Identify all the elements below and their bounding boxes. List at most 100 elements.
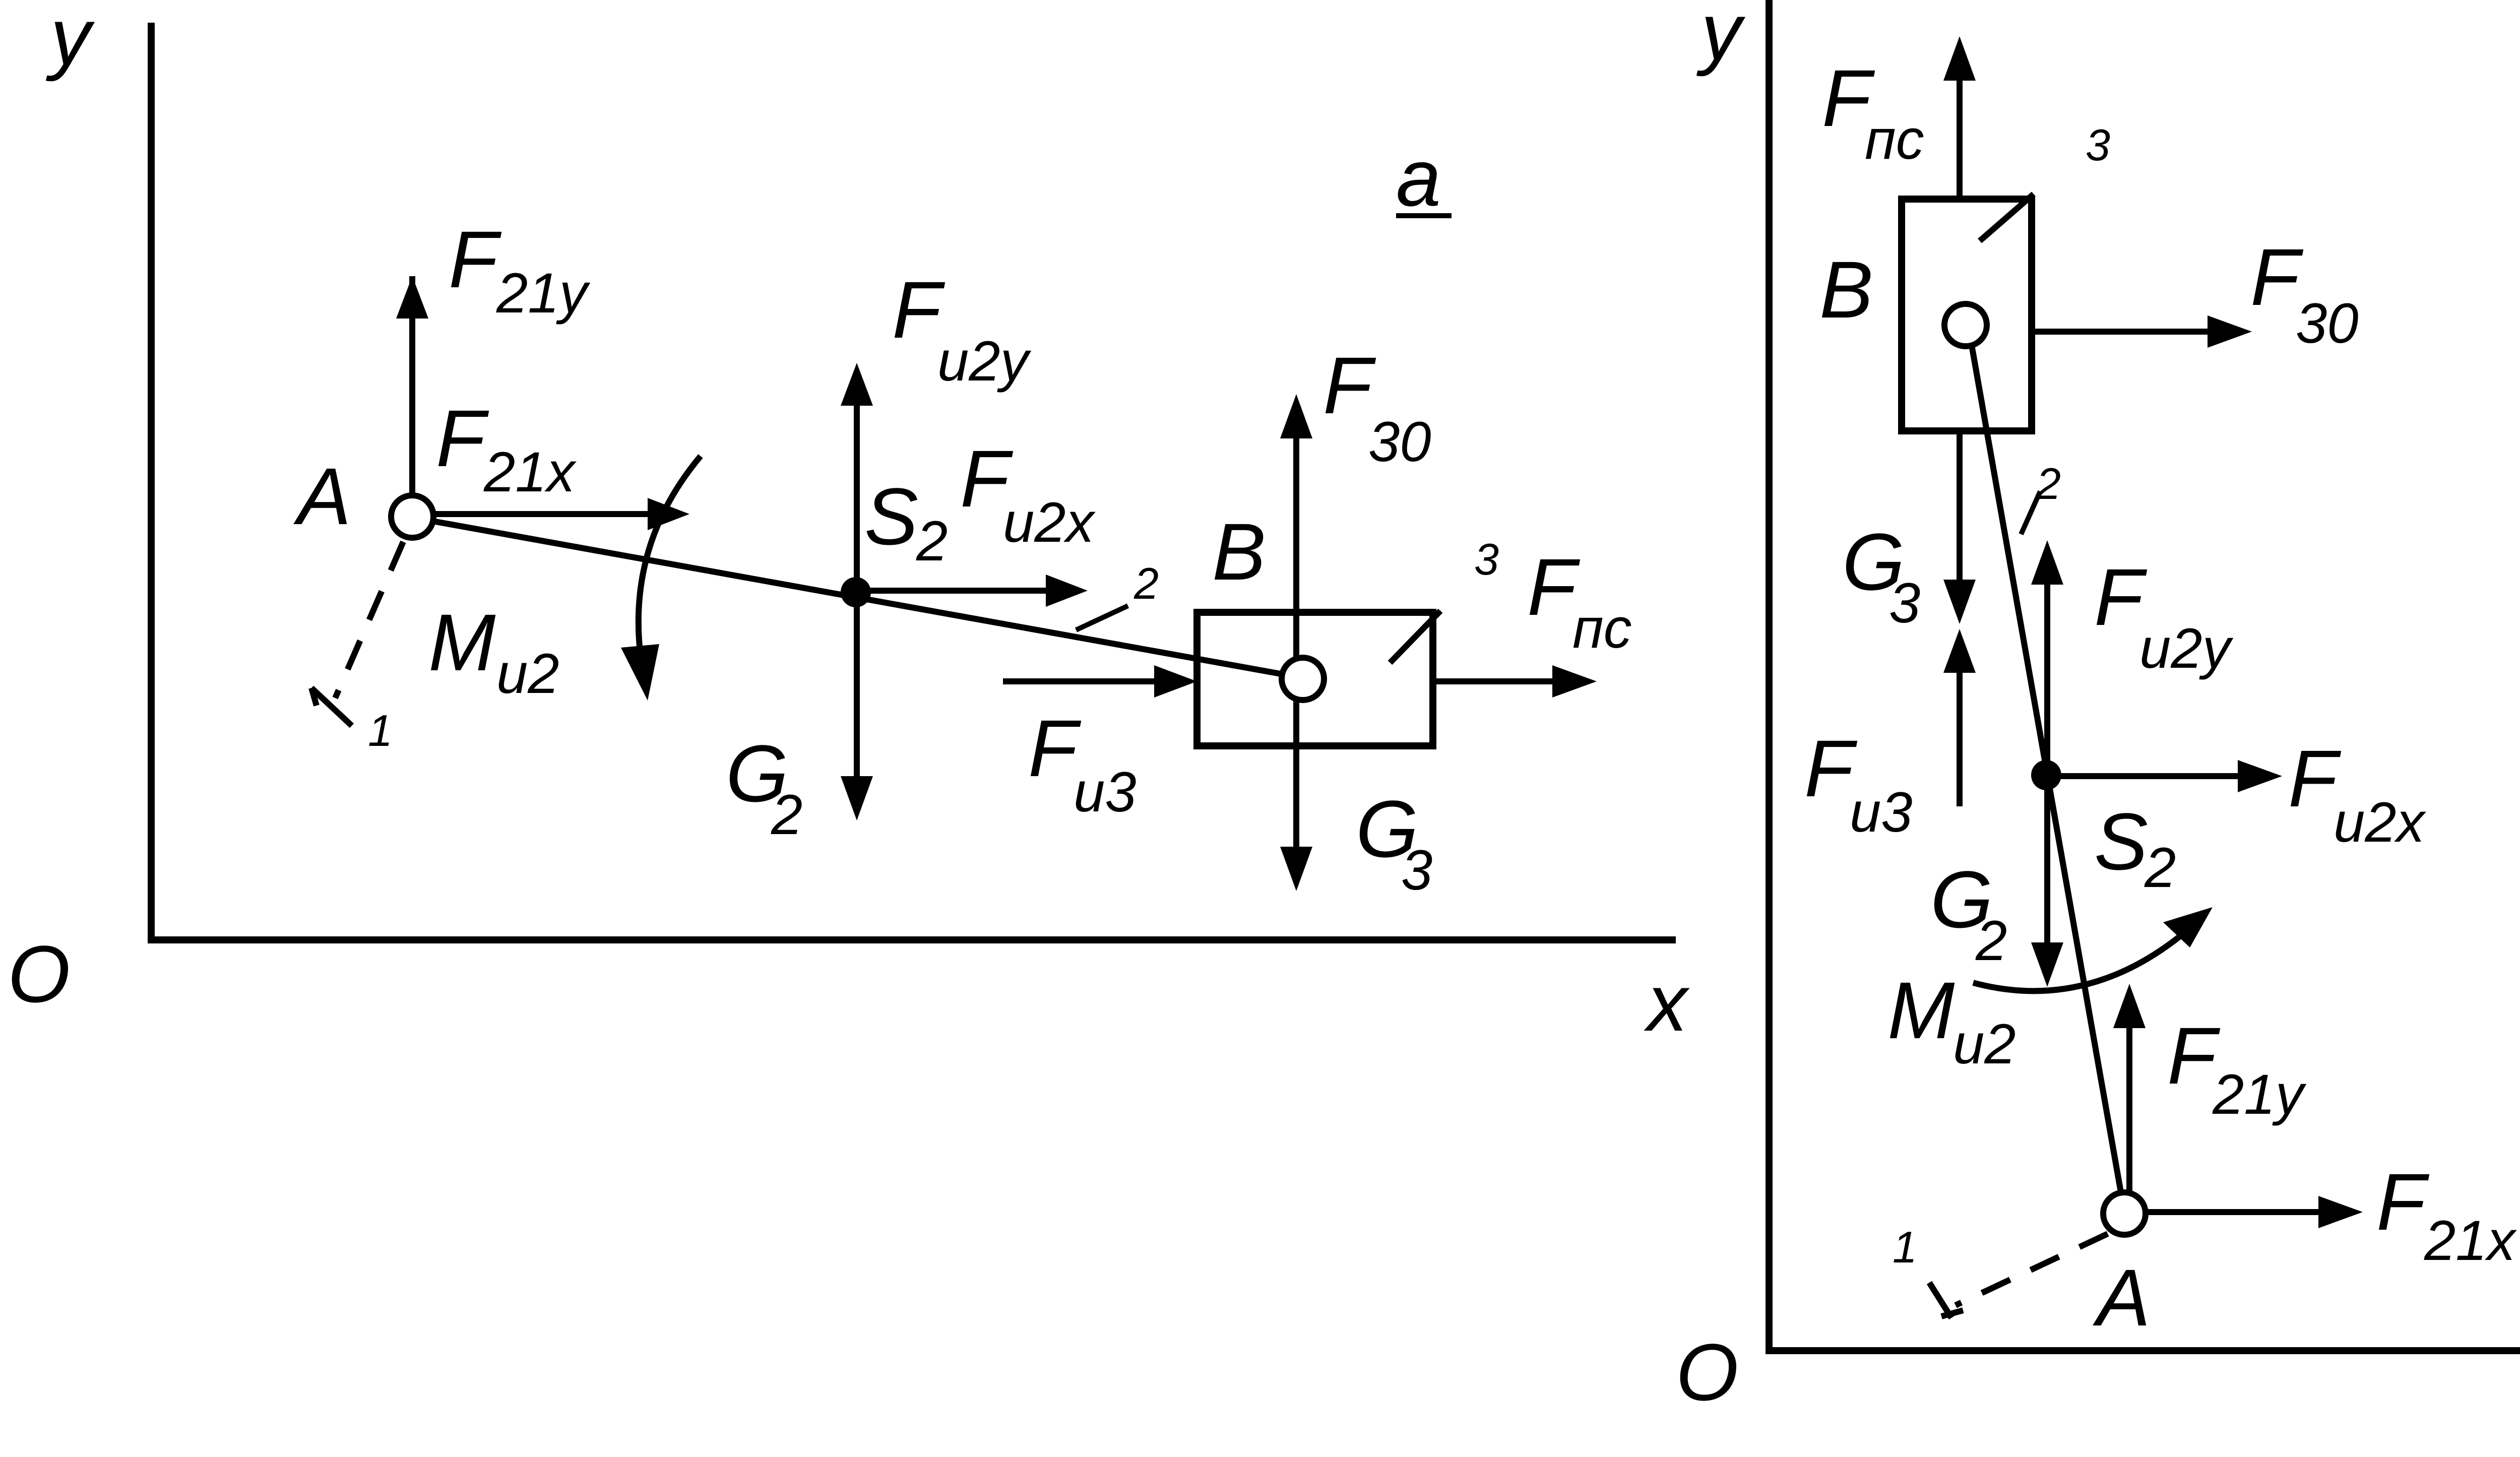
panel-a: y x O а 1 2 3 [8,0,1690,1048]
panel-a-fu3-label: F u3 [1028,703,1137,823]
panel-b-force-g2-arrowhead [2031,942,2063,987]
svg-text:F: F [2094,552,2148,642]
panel-a-force-f21y-arrowhead [396,276,428,319]
panel-a-moment-mu2-arrowhead [621,644,659,701]
panel-a-link-3-label: 3 [1474,534,1499,584]
panel-b-point-a-label: A [2093,1252,2151,1343]
panel-a-x-axis-label: x [1644,958,1690,1048]
panel-b-force-fu3-arrowhead [1943,629,1976,673]
svg-text:3: 3 [1889,572,1920,635]
panel-b-f30-label: F 30 [2250,232,2359,355]
panel-b-point-b-label: B [1819,244,1873,335]
svg-text:F: F [1822,53,1875,143]
panel-b-force-fu2y-arrowhead [2031,540,2063,585]
panel-b-link-2-label: 2 [2036,459,2061,509]
svg-text:u2x: u2x [1003,491,1096,554]
panel-b-g2-label: G 2 [1930,854,2007,972]
panel-b-link-3-leader [1978,192,2036,243]
svg-text:F: F [2376,1157,2430,1247]
panel-a-force-g2-arrowhead [841,776,873,820]
svg-text:u2y: u2y [2139,617,2234,680]
svg-text:21y: 21y [2212,1063,2307,1126]
svg-text:S: S [864,471,918,561]
panel-b-axes: y x O [1676,0,2520,1417]
panel-a-axes: y x O [8,0,1690,1048]
panel-b-point-s2-label: S 2 [2094,796,2176,899]
svg-text:F: F [892,265,946,355]
panel-a-moment-mu2-arc [635,454,703,671]
panel-a-y-axis-label: y [45,0,95,82]
svg-text:пс: пс [1865,108,1924,171]
panel-a-point-a-label: A [293,451,351,541]
panel-a-force-fpc-arrowhead [1552,665,1597,698]
panel-a-link-2-leader [1075,603,1129,632]
panel-b-force-f21x-arrowhead [2318,1196,2363,1228]
panel-a-mu2-label: M u2 [428,597,559,705]
panel-b-fu2x-label: F u2x [2288,733,2427,854]
panel-a-tag: а [1396,133,1441,223]
svg-text:u2: u2 [496,642,559,705]
svg-text:3: 3 [1401,839,1432,902]
panel-b-force-g3-arrowhead [1943,580,1976,624]
panel-b-force-f21y-arrowhead [2113,984,2146,1028]
panel-a-force-f30-arrowhead [1280,394,1312,438]
panel-b-link-2-leader [2019,490,2043,536]
panel-b-joint-b [1941,301,1990,349]
svg-text:u3: u3 [1850,781,1913,844]
panel-a-g2-label: G 2 [726,728,802,846]
panel-b-force-fpc-arrowhead [1943,36,1976,81]
panel-a-f21y-label: F 21y [449,214,591,325]
svg-text:u2: u2 [1953,1012,2016,1075]
panel-b-y-axis-label: y [1696,0,1746,77]
panel-a-link-1: 1 [308,540,406,755]
panel-a-link-1-label: 1 [368,706,393,755]
panel-b-fu3-label: F u3 [1804,723,1913,844]
panel-a-f30-label: F 30 [1323,340,1431,473]
svg-text:M: M [1887,965,1955,1055]
svg-text:F: F [1028,703,1082,793]
panel-b-f21y-label: F 21y [2167,1010,2307,1126]
panel-b-joint-a [2100,1189,2149,1238]
panel-b-g3-label: G 3 [1842,517,1920,635]
panel-a-origin-label: O [8,929,70,1019]
panel-a-fu2y-label: F u2y [892,265,1032,393]
svg-text:F: F [449,214,502,304]
panel-a-point-s2-label: S 2 [864,471,948,573]
svg-text:2: 2 [771,783,802,846]
panel-a-point-s2-dot [841,577,871,607]
panel-b-fu2y-label: F u2y [2094,552,2234,680]
svg-text:30: 30 [2296,292,2359,355]
svg-text:u2y: u2y [937,330,1032,393]
svg-text:G: G [1842,517,1905,607]
svg-text:F: F [436,393,489,483]
panel-b-force-f30-arrowhead [2208,315,2252,348]
svg-text:u3: u3 [1074,761,1137,823]
panel-b-point-s2-dot [2031,760,2061,790]
panel-a-fu2x-label: F u2x [960,433,1096,554]
svg-text:S: S [2094,796,2148,886]
svg-text:u2x: u2x [2334,791,2427,854]
panel-a-force-g3-arrowhead [1280,847,1312,891]
svg-text:F: F [2288,733,2342,823]
svg-text:2: 2 [1975,909,2007,972]
svg-text:21y: 21y [496,262,591,325]
svg-text:21x: 21x [2424,1209,2517,1272]
panel-a-force-fu2x-arrowhead [1046,575,1088,607]
panel-b-moment-mu2-arc [1972,930,2187,994]
panel-b-fpc-label: F пс [1822,53,1924,171]
panel-b-force-fu2x-arrowhead [2238,760,2282,792]
svg-text:F: F [2250,232,2304,322]
panel-b-link-3-label: 3 [2086,120,2110,170]
panel-b-mu2-label: M u2 [1887,965,2016,1075]
panel-b-link-1: 1 [1893,1222,2109,1320]
panel-a-fpc-label: F пс [1527,542,1632,660]
svg-text:G: G [1930,854,1993,944]
svg-text:пс: пс [1572,597,1632,660]
svg-text:2: 2 [2144,836,2176,899]
panel-a-point-b-label: B [1212,506,1266,597]
panel-a-joint-a [388,492,436,541]
panel-b-f21x-label: F 21x [2376,1157,2517,1272]
svg-text:30: 30 [1368,410,1431,473]
